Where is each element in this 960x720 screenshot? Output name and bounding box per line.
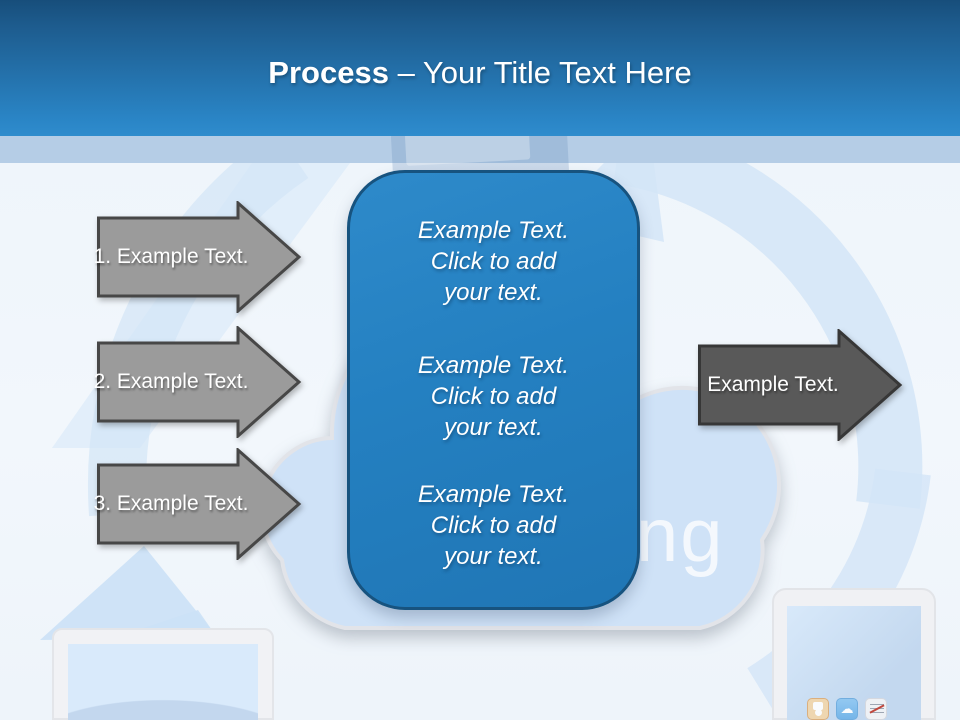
notes-icon bbox=[865, 698, 887, 720]
weather-icon: ☁ bbox=[836, 698, 858, 720]
tablet-screen: ☁ bbox=[787, 606, 921, 720]
cycle-arrow-right bbox=[613, 120, 923, 509]
monitor-graphic bbox=[52, 628, 274, 720]
tablet-graphic: ☁ bbox=[772, 588, 936, 720]
arrow-right-shape bbox=[97, 326, 302, 438]
title-text: Your Title Text Here bbox=[422, 55, 692, 90]
title-separator: – bbox=[397, 55, 415, 90]
cycle-arrow-left bbox=[87, 130, 309, 517]
process-arrow-2[interactable]: 2. Example Text. bbox=[93, 326, 302, 438]
text-line: Click to add bbox=[430, 383, 557, 410]
text-line: Example Text. bbox=[417, 352, 570, 379]
text-line: Click to add bbox=[430, 248, 557, 275]
text-line: Example Text. bbox=[417, 217, 570, 244]
text-line: Example Text. bbox=[417, 481, 570, 508]
text-line: your text. bbox=[444, 279, 543, 306]
arrow-2-label[interactable]: 2. Example Text. bbox=[93, 370, 249, 393]
title-keyword: Process bbox=[268, 55, 389, 90]
arrow-1-label[interactable]: 1. Example Text. bbox=[93, 245, 249, 268]
text-line: your text. bbox=[444, 543, 543, 570]
text-group-1[interactable]: Example Text. Click to add your text. bbox=[350, 215, 637, 308]
music-player-icon bbox=[807, 698, 829, 720]
slide-header: Process – Your Title Text Here bbox=[0, 0, 960, 136]
text-line: Click to add bbox=[430, 512, 557, 539]
process-arrow-1[interactable]: 1. Example Text. bbox=[93, 201, 302, 313]
tablet-app-row: ☁ bbox=[807, 698, 887, 720]
page-title[interactable]: Process – Your Title Text Here bbox=[0, 54, 960, 92]
text-line: your text. bbox=[444, 414, 543, 441]
process-arrow-output[interactable]: Example Text. bbox=[698, 329, 903, 441]
arrow-3-label[interactable]: 3. Example Text. bbox=[93, 492, 249, 515]
text-group-2[interactable]: Example Text. Click to add your text. bbox=[350, 350, 637, 443]
monitor-screen bbox=[68, 644, 258, 720]
output-arrow-label[interactable]: Example Text. bbox=[707, 373, 839, 396]
arrow-right-shape bbox=[698, 329, 903, 441]
cloud-text-fragment: ng bbox=[636, 493, 725, 578]
text-group-3[interactable]: Example Text. Click to add your text. bbox=[350, 479, 637, 572]
center-text-box[interactable]: Example Text. Click to add your text. Ex… bbox=[347, 170, 640, 610]
process-arrow-3[interactable]: 3. Example Text. bbox=[93, 448, 302, 560]
arrow-right-shape bbox=[97, 448, 302, 560]
cycle-arrowhead-left bbox=[40, 546, 218, 640]
arrow-right-shape bbox=[97, 201, 302, 313]
